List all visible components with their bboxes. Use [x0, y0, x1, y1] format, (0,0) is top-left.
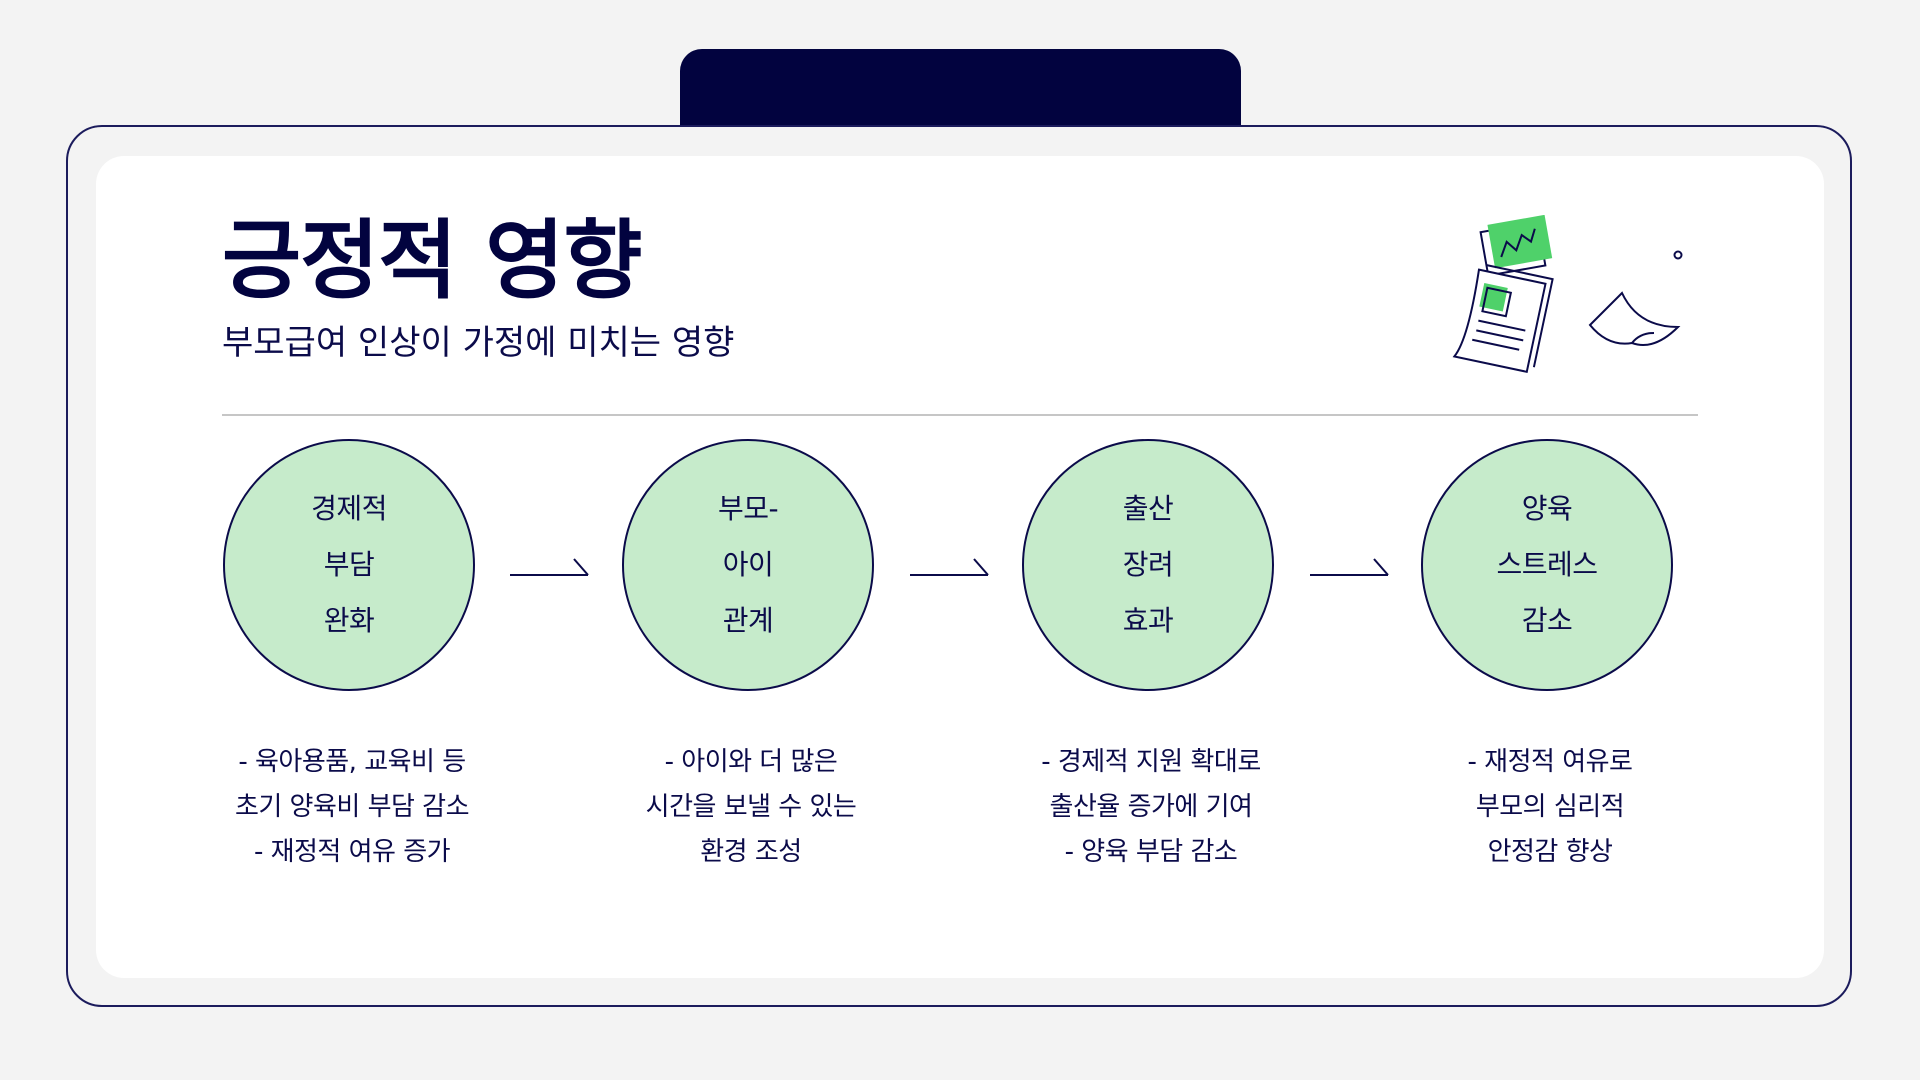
divider — [222, 414, 1698, 416]
step-description-1: - 육아용품, 교육비 등 초기 양육비 부담 감소 - 재정적 여유 증가 — [234, 747, 470, 867]
step-description-2: - 아이와 더 많은 시간을 보낼 수 있는 환경 조성 — [645, 747, 857, 867]
step-description-3: - 경제적 지원 확대로 출산율 증가에 기여 - 양육 부담 감소 — [1041, 747, 1261, 867]
dot — [1673, 250, 1683, 260]
step-circle-text: 부모- 아이 관계 — [717, 492, 779, 637]
step-circle-1: 경제적 부담 완화 — [223, 439, 475, 691]
step-circle-text: 출산 장려 효과 — [1122, 492, 1174, 637]
arrow-right-icon — [910, 558, 989, 576]
step-circle-text: 경제적 부담 완화 — [311, 492, 387, 637]
chart-paper — [1479, 215, 1553, 277]
documents-chart-icon — [1452, 215, 1683, 373]
step-circle-text: 양육 스트레스 감소 — [1496, 492, 1598, 637]
page-subtitle: 부모급여 인상이 가정에 미치는 영향 — [222, 323, 735, 363]
step-circle-4: 양육 스트레스 감소 — [1421, 439, 1673, 691]
arrow-right-icon — [1310, 558, 1389, 576]
step-description-4: - 재정적 여유로 부모의 심리적 안정감 향상 — [1467, 747, 1633, 867]
page-title: 긍정적 영향 — [222, 211, 643, 311]
top-tab — [680, 49, 1241, 139]
document-page — [1452, 264, 1554, 373]
arrow-right-icon — [510, 558, 589, 576]
paper-plane — [1588, 291, 1681, 346]
step-circle-2: 부모- 아이 관계 — [622, 439, 874, 691]
step-circle-3: 출산 장려 효과 — [1022, 439, 1274, 691]
